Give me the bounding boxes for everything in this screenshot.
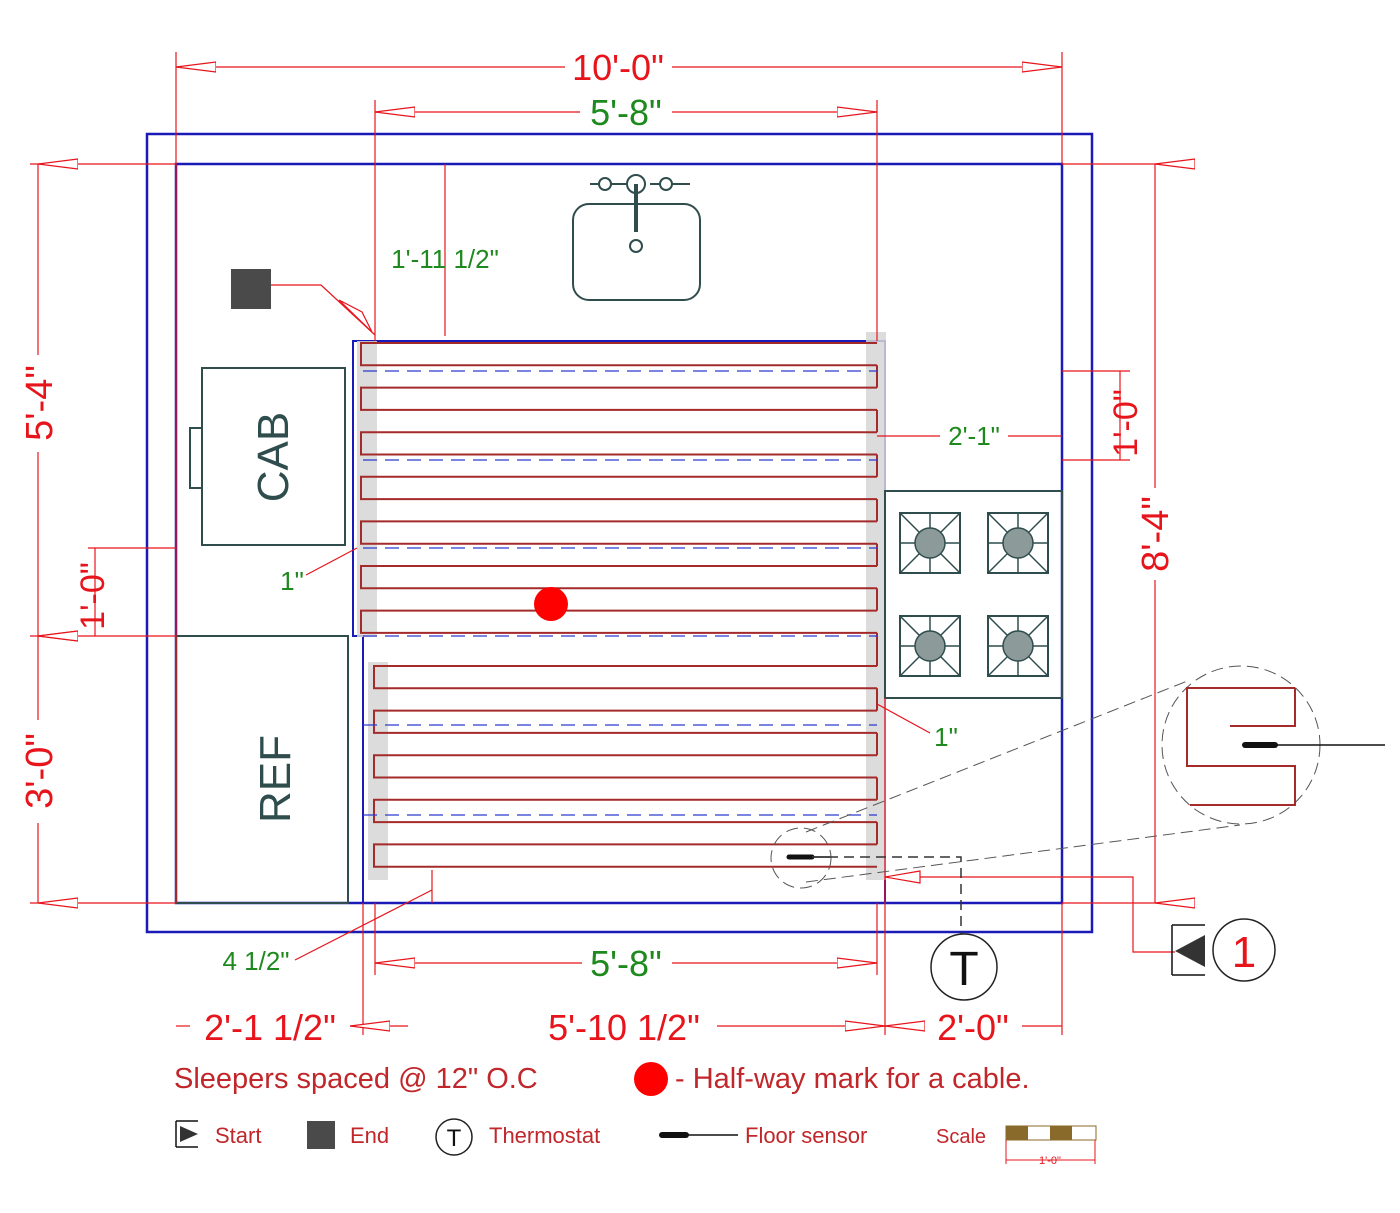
sleeper-lines (363, 370, 877, 816)
note-sleepers: Sleepers spaced @ 12" O.C (174, 1063, 538, 1095)
outer-wall (145, 132, 1094, 934)
dim-left-lower: 3'-0" (19, 733, 61, 809)
callout-bottom-gap: 4 1/2" (222, 946, 289, 976)
dim-right-overall: 8'-4" (1135, 496, 1177, 572)
cabinet: CAB (189, 367, 346, 546)
stove (884, 490, 1063, 699)
burner (899, 615, 961, 677)
dimension-lines (30, 52, 1175, 1035)
dim-left-small: 1'-0" (74, 562, 112, 630)
legend-halfway-dot (634, 1062, 668, 1096)
legend-end-icon (307, 1121, 335, 1149)
dim-bottom-right: 2'-0" (937, 1007, 1009, 1048)
heating-cable (360, 342, 878, 868)
callout-top-offset: 1'-11 1/2" (391, 244, 499, 274)
cable-end-marker (231, 269, 271, 309)
thermostat: T (930, 933, 998, 1001)
burner (987, 615, 1049, 677)
section-marker: 1 (1171, 918, 1276, 982)
sleeper-left-lower (368, 662, 388, 880)
legend-thermostat: Thermostat (489, 1123, 600, 1148)
dim-right-small: 1'-0" (1107, 389, 1145, 457)
legend-thermostat-symbol: T (447, 1125, 462, 1152)
detail-cable (1186, 687, 1296, 806)
dimension-labels: 10'-0" 5'-8" 5'-8" 5'-4" 3'-0" 1'-0" 8'-… (19, 47, 1177, 1048)
callout-cab-gap: 1" (280, 566, 304, 596)
sink (572, 174, 701, 301)
burner (899, 512, 961, 574)
legend-floor-sensor: Floor sensor (745, 1123, 867, 1148)
scale-bar (1005, 1125, 1097, 1164)
dim-heated-width-bottom: 5'-8" (590, 943, 662, 984)
callout-stove-gap: 2'-1" (948, 421, 1000, 451)
legend-thermostat-icon (435, 1118, 473, 1156)
heated-area-outline (352, 340, 886, 904)
legend-start-icon (175, 1120, 198, 1148)
sleeper-left-upper (357, 341, 377, 637)
dim-overall-width: 10'-0" (572, 47, 664, 88)
dim-bottom-left: 2'-1 1/2" (204, 1007, 336, 1048)
legend-start: Start (215, 1123, 261, 1148)
dim-left-upper: 5'-4" (19, 365, 61, 441)
refrigerator-label: REF (251, 735, 300, 823)
burner (987, 512, 1049, 574)
floor-sensor (786, 742, 1385, 935)
thermostat-symbol: T (949, 943, 978, 996)
callout-stove-bottom-gap: 1" (934, 722, 958, 752)
dim-heated-width-top: 5'-8" (590, 92, 662, 133)
cable-run (360, 342, 878, 868)
legend-end: End (350, 1123, 389, 1148)
note-halfway: - Half-way mark for a cable. (675, 1063, 1030, 1095)
section-marker-number: 1 (1232, 928, 1256, 977)
legend: Sleepers spaced @ 12" O.C - Half-way mar… (174, 1062, 1097, 1167)
cabinet-label: CAB (249, 412, 298, 502)
heated-area (352, 332, 886, 904)
halfway-mark (534, 587, 568, 621)
legend-scale: Scale (936, 1126, 986, 1148)
legend-scale-unit: 1'-0" (1039, 1155, 1061, 1167)
refrigerator: REF (175, 635, 349, 904)
dim-bottom-middle: 5'-10 1/2" (548, 1007, 700, 1048)
